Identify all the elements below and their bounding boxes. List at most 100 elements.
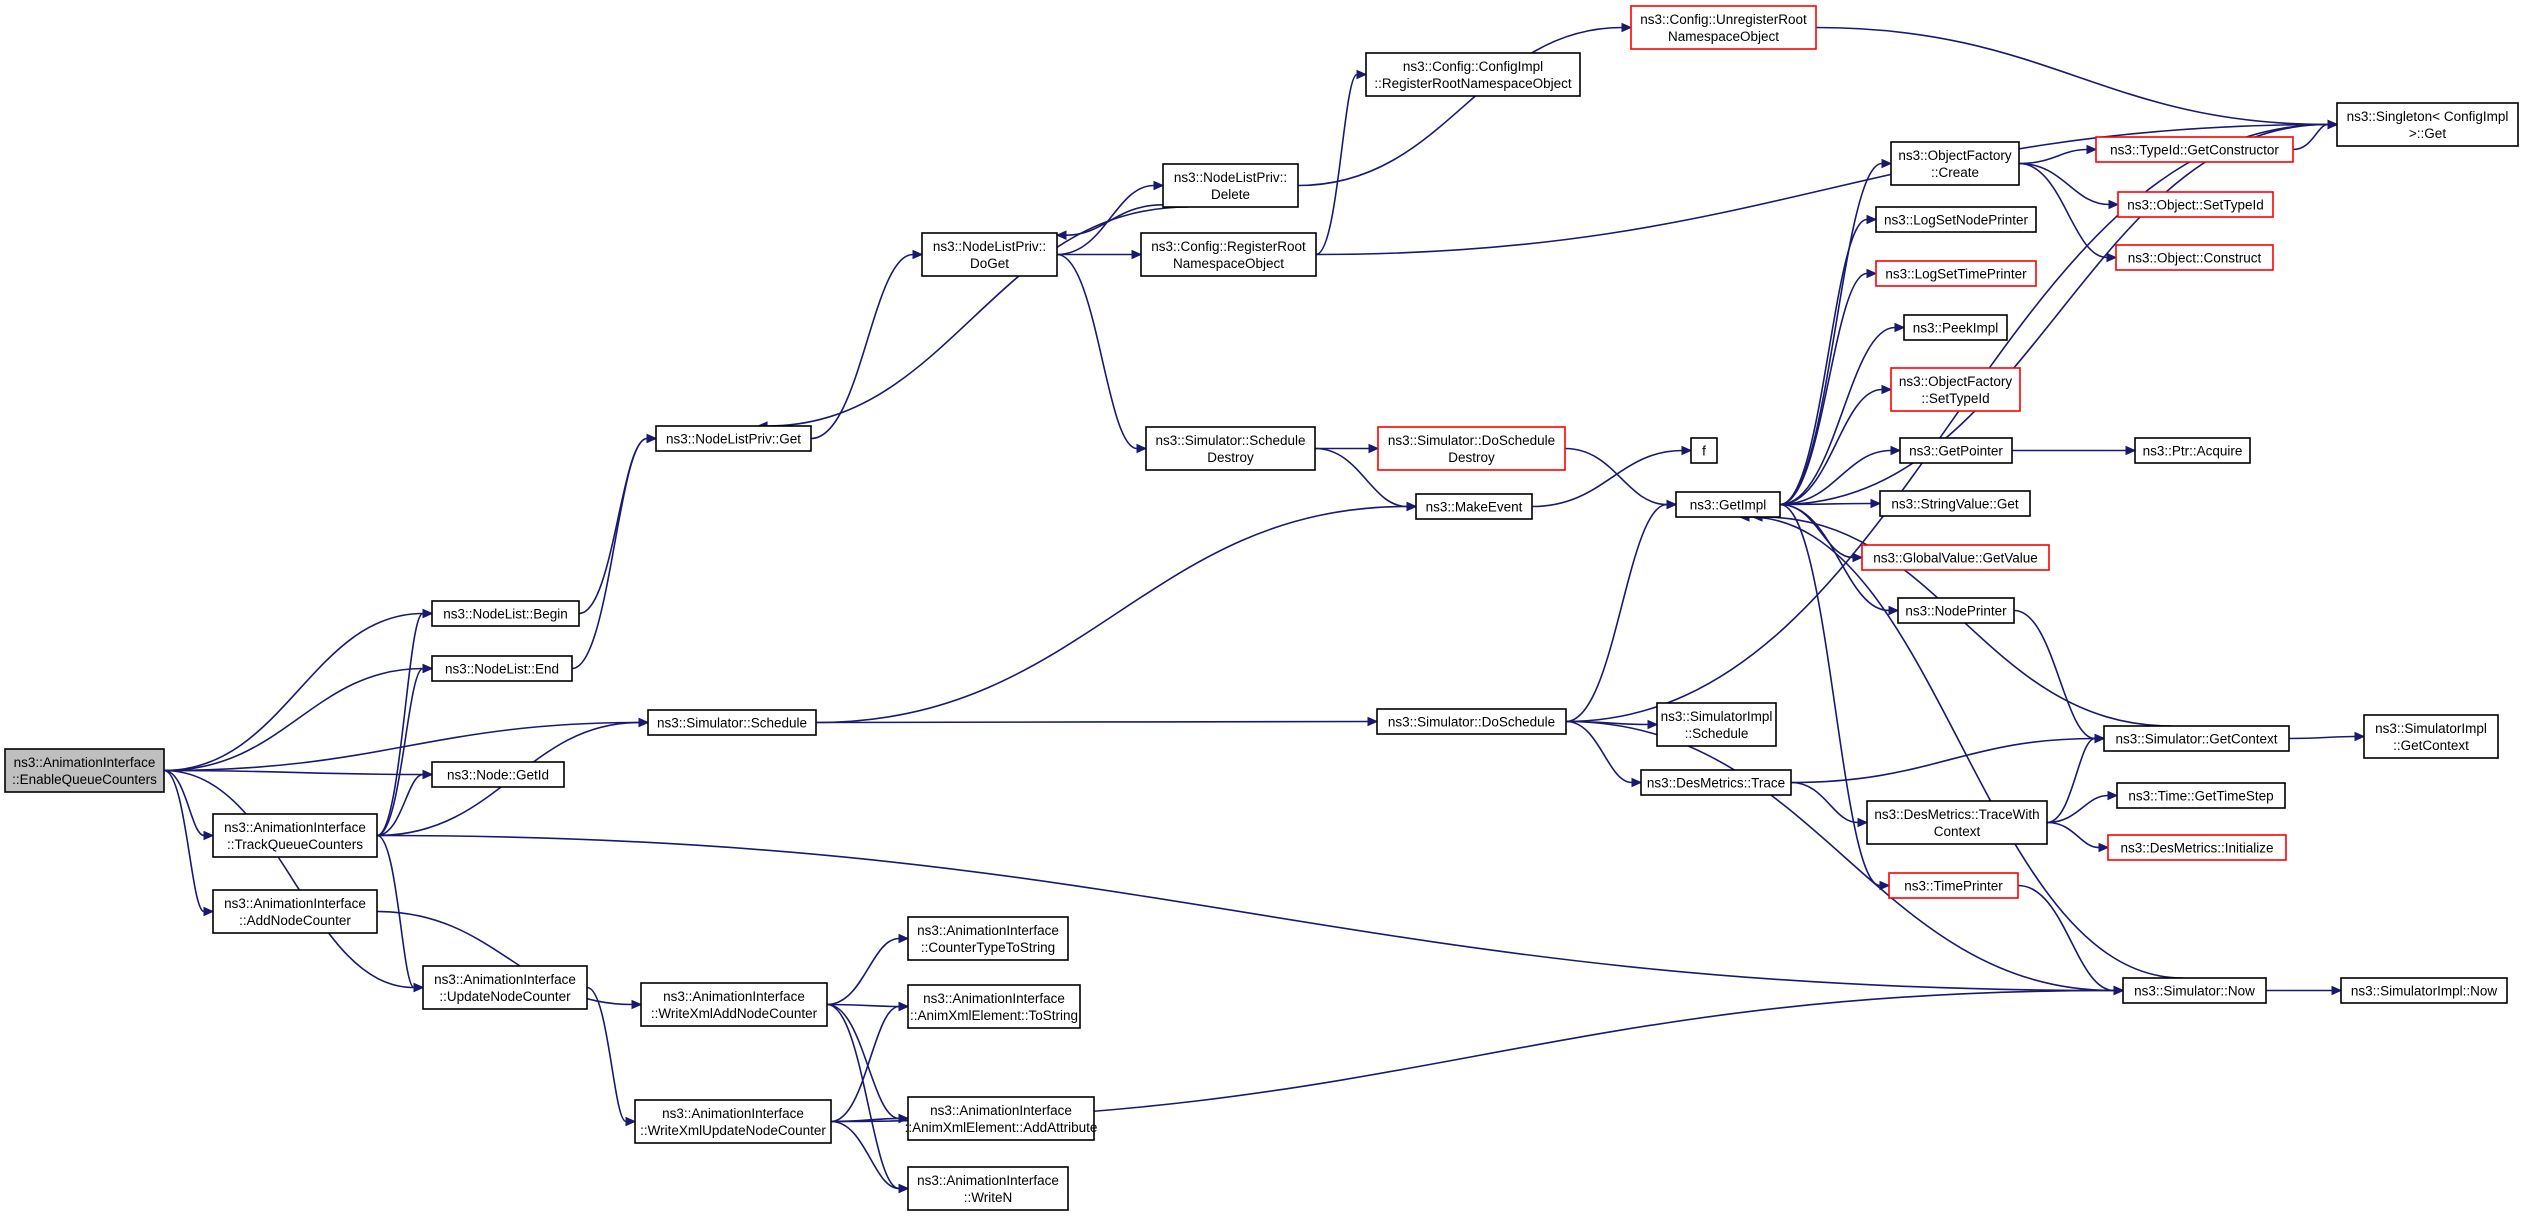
node-box[interactable] [1890,141,2020,186]
node-box[interactable] [1376,708,1567,735]
node-box[interactable] [1630,5,1817,50]
node-box[interactable] [640,982,828,1027]
function-node-nodelist-begin[interactable]: ns3::NodeList::Begin [431,600,580,627]
function-node-desmetrics-trace[interactable]: ns3::DesMetrics::Trace [1640,769,1792,796]
node-box[interactable] [1899,437,2013,464]
node-box[interactable] [1145,426,1316,471]
function-node-write-xml-add[interactable]: ns3::AnimationInterface::WriteXmlAddNode… [640,982,828,1027]
node-box[interactable] [2363,714,2499,759]
function-node-desmetrics-initialize[interactable]: ns3::DesMetrics::Initialize [2107,834,2287,861]
function-node-peek-impl[interactable]: ns3::PeekImpl [1903,314,2008,341]
node-box[interactable] [1162,163,1299,208]
node-box[interactable] [1879,490,2031,517]
function-node-log-set-node-printer[interactable]: ns3::LogSetNodePrinter [1875,206,2037,233]
node-box[interactable] [2117,191,2274,218]
node-box[interactable] [921,232,1058,277]
node-box[interactable] [2103,725,2290,752]
node-box[interactable] [655,425,812,452]
function-node-object-construct[interactable]: ns3::Object::Construct [2115,244,2274,271]
function-node-nodelistpriv-get[interactable]: ns3::NodeListPriv::Get [655,425,812,452]
node-box[interactable] [1861,544,2050,571]
node-box[interactable] [2122,977,2267,1004]
node-box[interactable] [4,748,165,793]
node-box[interactable] [907,984,1081,1029]
node-box[interactable] [907,916,1069,961]
node-box[interactable] [212,813,378,858]
function-node-config-register[interactable]: ns3::Config::RegisterRootNamespaceObject [1140,232,1317,277]
node-box[interactable] [1640,769,1792,796]
node-box[interactable] [647,709,817,736]
function-node-typeid-getconstructor[interactable]: ns3::TypeId::GetConstructor [2095,136,2294,163]
node-box[interactable] [1866,800,2048,845]
node-box[interactable] [1377,426,1566,471]
function-node-simimpl-schedule[interactable]: ns3::SimulatorImpl::Schedule [1656,702,1777,747]
node-box[interactable] [431,761,565,788]
node-box[interactable] [1903,314,2008,341]
node-box[interactable] [1890,367,2021,412]
function-node-singleton-get[interactable]: ns3::Singleton< ConfigImpl >::Get [2336,102,2519,147]
node-box[interactable] [2134,437,2251,464]
function-node-time-gettimestep[interactable]: ns3::Time::GetTimeStep [2116,782,2286,809]
function-node-config-unregister[interactable]: ns3::Config::UnregisterRootNamespaceObje… [1630,5,1817,50]
node-box[interactable] [431,600,580,627]
function-node-make-event[interactable]: ns3::MakeEvent [1415,493,1533,520]
node-box[interactable] [2116,782,2286,809]
function-node-root[interactable]: ns3::AnimationInterface::EnableQueueCoun… [4,748,165,793]
function-node-write-n[interactable]: ns3::AnimationInterface::WriteN [907,1166,1069,1211]
function-node-simimpl-getcontext[interactable]: ns3::SimulatorImpl::GetContext [2363,714,2499,759]
function-node-configimpl-register[interactable]: ns3::Config::ConfigImpl::RegisterRootNam… [1365,52,1581,97]
node-box[interactable] [1875,260,2037,287]
node-box[interactable] [2336,102,2519,147]
function-node-get-pointer[interactable]: ns3::GetPointer [1899,437,2013,464]
function-node-counter-type-tostring[interactable]: ns3::AnimationInterface::CounterTypeToSt… [907,916,1069,961]
function-node-sim-doschedule[interactable]: ns3::Simulator::DoSchedule [1376,708,1567,735]
function-node-ptr-acquire[interactable]: ns3::Ptr::Acquire [2134,437,2251,464]
function-node-get-impl[interactable]: ns3::GetImpl [1675,491,1781,518]
node-box[interactable] [907,1096,1095,1141]
function-node-anim-xml-addattribute[interactable]: ns3::AnimationInterface::AnimXmlElement:… [905,1096,1098,1141]
function-node-nodelistpriv-doget[interactable]: ns3::NodeListPriv::DoGet [921,232,1058,277]
function-node-global-value-getvalue[interactable]: ns3::GlobalValue::GetValue [1861,544,2050,571]
node-box[interactable] [1897,597,2015,624]
function-node-write-xml-update[interactable]: ns3::AnimationInterface::WriteXmlUpdateN… [634,1099,832,1144]
node-box[interactable] [212,889,378,934]
function-node-add-node-counter[interactable]: ns3::AnimationInterface::AddNodeCounter [212,889,378,934]
node-box[interactable] [1365,52,1581,97]
function-node-node-getid[interactable]: ns3::Node::GetId [431,761,565,788]
function-node-node-printer[interactable]: ns3::NodePrinter [1897,597,2015,624]
function-node-f[interactable]: f [1690,437,1718,464]
function-node-nodelist-end[interactable]: ns3::NodeList::End [431,655,573,682]
node-box[interactable] [634,1099,832,1144]
function-node-track-queue[interactable]: ns3::AnimationInterface::TrackQueueCount… [212,813,378,858]
function-node-update-node-counter[interactable]: ns3::AnimationInterface::UpdateNodeCount… [422,965,588,1010]
node-box[interactable] [2095,136,2294,163]
node-box[interactable] [1875,206,2037,233]
node-box[interactable] [422,965,588,1010]
node-box[interactable] [1888,872,2019,899]
node-box[interactable] [2340,977,2508,1004]
function-node-time-printer[interactable]: ns3::TimePrinter [1888,872,2019,899]
node-box[interactable] [1690,437,1718,464]
function-node-object-settypeid[interactable]: ns3::Object::SetTypeId [2117,191,2274,218]
node-box[interactable] [907,1166,1069,1211]
function-node-object-factory-create[interactable]: ns3::ObjectFactory::Create [1890,141,2020,186]
function-node-object-factory-settypeid[interactable]: ns3::ObjectFactory::SetTypeId [1890,367,2021,412]
node-box[interactable] [2107,834,2287,861]
function-node-simimpl-now[interactable]: ns3::SimulatorImpl::Now [2340,977,2508,1004]
node-box[interactable] [431,655,573,682]
function-node-nodelistpriv-delete[interactable]: ns3::NodeListPriv::Delete [1162,163,1299,208]
function-node-sim-getcontext[interactable]: ns3::Simulator::GetContext [2103,725,2290,752]
function-node-log-set-time-printer[interactable]: ns3::LogSetTimePrinter [1875,260,2037,287]
function-node-anim-xml-tostring[interactable]: ns3::AnimationInterface::AnimXmlElement:… [907,984,1081,1029]
node-box[interactable] [1415,493,1533,520]
node-box[interactable] [1656,702,1777,747]
node-box[interactable] [2115,244,2274,271]
function-node-sim-schedule[interactable]: ns3::Simulator::Schedule [647,709,817,736]
function-node-sim-now[interactable]: ns3::Simulator::Now [2122,977,2267,1004]
function-node-string-value-get[interactable]: ns3::StringValue::Get [1879,490,2031,517]
node-box[interactable] [1140,232,1317,277]
node-box[interactable] [1675,491,1781,518]
